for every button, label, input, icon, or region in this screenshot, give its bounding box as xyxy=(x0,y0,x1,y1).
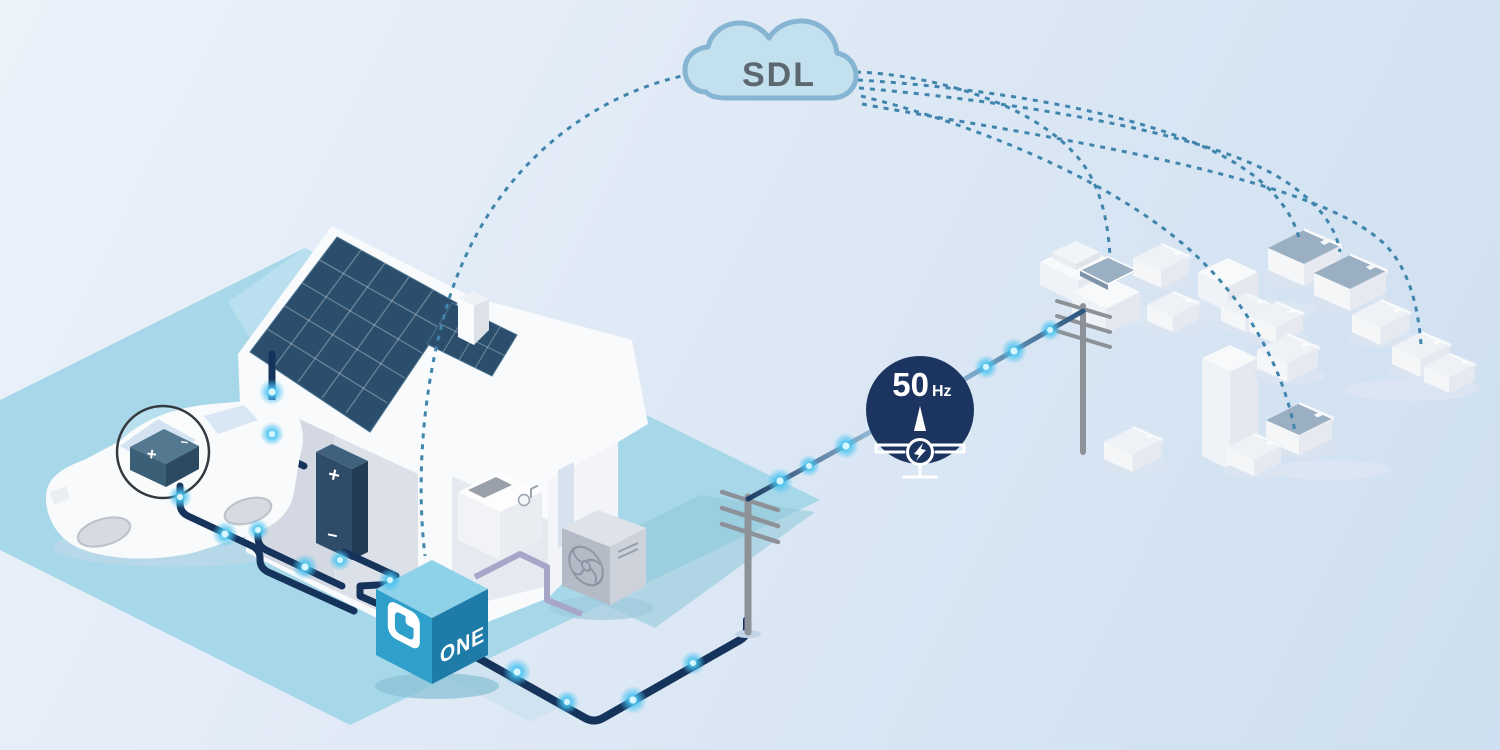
glow-dot xyxy=(619,686,647,714)
one-logo-icon xyxy=(387,602,420,649)
home-battery: + − xyxy=(316,444,368,560)
dotted-link-4 xyxy=(860,94,1297,433)
cable-ev xyxy=(176,482,358,615)
ev-battery-minus: − xyxy=(180,434,190,450)
frequency-badge: 50 Hz xyxy=(866,356,974,479)
fan-icon xyxy=(568,545,604,587)
battery-minus: − xyxy=(325,524,339,546)
glow-dot xyxy=(292,554,318,580)
dotted-link-home xyxy=(419,70,703,557)
dotted-link-1 xyxy=(855,70,1112,257)
solar-panel xyxy=(249,236,458,433)
headlight xyxy=(50,486,70,505)
glow-dot xyxy=(798,455,820,477)
balance-scale-icon xyxy=(874,406,966,479)
glow-dot xyxy=(259,379,285,405)
glow-dot xyxy=(974,355,998,379)
front-wheel xyxy=(76,516,132,548)
kitchen-unit xyxy=(458,472,542,560)
glow-dot xyxy=(378,568,402,592)
battery-plus: + xyxy=(326,463,342,487)
cooktop xyxy=(468,477,512,498)
glow-dot xyxy=(503,658,531,686)
heat-pump xyxy=(473,510,646,617)
needle xyxy=(914,406,926,431)
faucet-icon xyxy=(530,485,538,498)
glow-dot xyxy=(833,433,859,459)
glow-dot xyxy=(555,690,579,714)
dotted-link-3 xyxy=(858,86,1342,253)
glow-dot xyxy=(1039,319,1061,341)
vent-lines xyxy=(617,542,639,559)
solar-roof-building xyxy=(1072,256,1140,334)
ev-battery-plus: + xyxy=(145,444,158,464)
sdl-cloud: SDL xyxy=(682,18,859,101)
glow-dot xyxy=(247,519,269,541)
cube-right xyxy=(432,589,488,684)
glow-dot xyxy=(767,468,793,494)
side-window xyxy=(204,405,258,434)
glow-dot xyxy=(260,422,284,446)
cube-shadow xyxy=(375,673,499,699)
glow-dot xyxy=(1001,338,1027,364)
ev-battery: + − xyxy=(130,429,199,487)
utility-pole-1 xyxy=(719,489,781,638)
lightning-icon xyxy=(914,443,926,461)
energy-flow-glow xyxy=(168,319,1061,714)
cloud-icon xyxy=(682,18,859,101)
frequency-unit: Hz xyxy=(932,383,952,400)
glow-dot xyxy=(212,521,238,547)
dotted-link-2 xyxy=(857,78,1301,239)
glow-dot xyxy=(681,651,705,675)
chimney xyxy=(458,291,489,345)
city-buildings xyxy=(1025,227,1481,480)
purple-cable xyxy=(473,551,584,617)
cloud-label: SDL xyxy=(742,56,816,94)
dotted-link-5 xyxy=(861,102,1423,345)
cloud-links xyxy=(419,70,1423,557)
glow-dot xyxy=(329,549,351,571)
frequency-value: 50 xyxy=(892,366,929,403)
sink xyxy=(517,493,531,507)
glow-dot xyxy=(168,485,192,509)
magnifier-circle-icon xyxy=(115,404,211,500)
